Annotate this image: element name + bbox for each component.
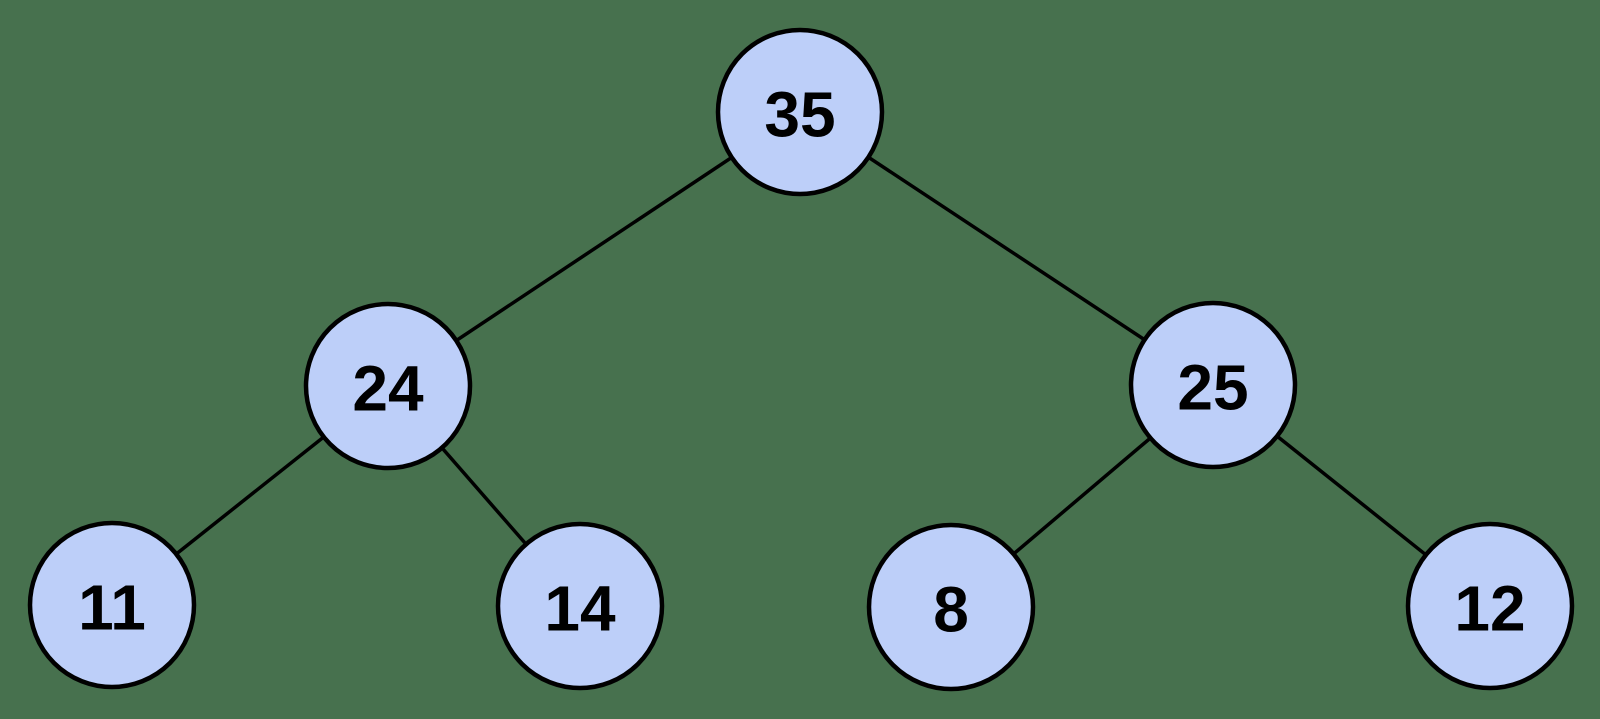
- node-label-25: 25: [1177, 352, 1248, 424]
- node-circle-35: [715, 27, 885, 197]
- node-label-8: 8: [933, 574, 969, 646]
- node-circle-11: [27, 520, 197, 690]
- node-label-12: 12: [1454, 573, 1525, 645]
- nodes-layer: 35 24 25 11 14 8 12: [27, 27, 1575, 692]
- tree-node-12: 12: [1405, 521, 1575, 691]
- tree-node-11: 11: [27, 520, 197, 690]
- node-circle-12: [1405, 521, 1575, 691]
- node-label-24: 24: [352, 353, 424, 425]
- node-label-35: 35: [764, 79, 835, 151]
- tree-node-8: 8: [866, 522, 1036, 692]
- node-circle-14: [495, 521, 665, 691]
- node-label-14: 14: [544, 573, 616, 645]
- node-circle-25: [1128, 300, 1298, 470]
- node-circle-8: [866, 522, 1036, 692]
- tree-node-35: 35: [715, 27, 885, 197]
- node-label-11: 11: [78, 572, 146, 644]
- tree-node-25: 25: [1128, 300, 1298, 470]
- tree-node-24: 24: [303, 301, 473, 471]
- tree-node-14: 14: [495, 521, 665, 691]
- node-circle-24: [303, 301, 473, 471]
